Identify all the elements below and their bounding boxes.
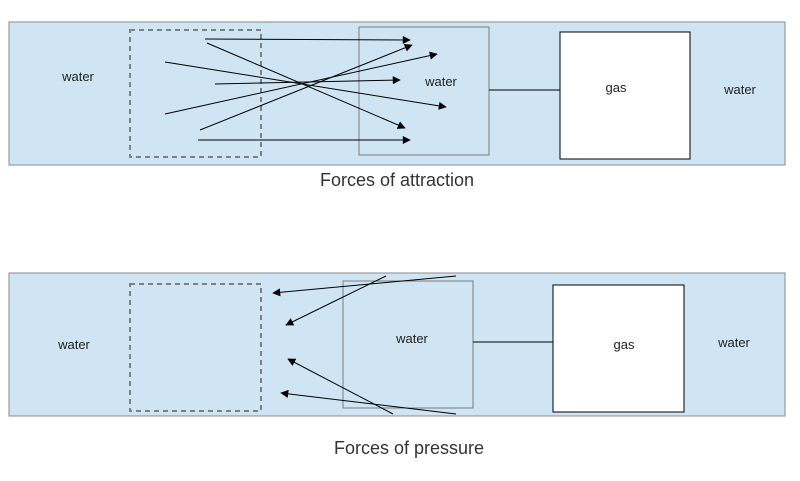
pressure-arrow (285, 275, 387, 326)
pressure-arrows (272, 275, 457, 415)
center-water-label: water (424, 74, 457, 89)
gas-label: gas (614, 337, 635, 352)
attraction-arrow (164, 51, 438, 115)
center-water-label: water (395, 331, 428, 346)
left-water-label: water (57, 337, 90, 352)
attraction-arrow (214, 76, 401, 85)
gas-box (552, 284, 685, 413)
pressure-caption: Forces of pressure (334, 438, 484, 458)
attraction-arrow (206, 42, 406, 129)
gas-label: gas (606, 80, 627, 95)
pressure-panel: water water gas water Forces of pressure (8, 272, 786, 458)
right-water-label: water (717, 335, 750, 350)
right-water-label: water (723, 82, 756, 97)
water-box (358, 26, 490, 156)
gas-box (559, 31, 691, 160)
pressure-arrow (280, 389, 457, 415)
attraction-arrow (199, 43, 413, 131)
dashed-region (129, 283, 262, 412)
left-water-label: water (61, 69, 94, 84)
attraction-arrow (164, 61, 447, 110)
attraction-arrows (164, 35, 447, 144)
pressure-arrow (272, 275, 457, 297)
dashed-region (129, 29, 262, 158)
attraction-caption: Forces of attraction (320, 170, 474, 190)
attraction-panel: water water gas water Forces of attracti… (8, 21, 786, 190)
attraction-arrow (204, 35, 411, 44)
